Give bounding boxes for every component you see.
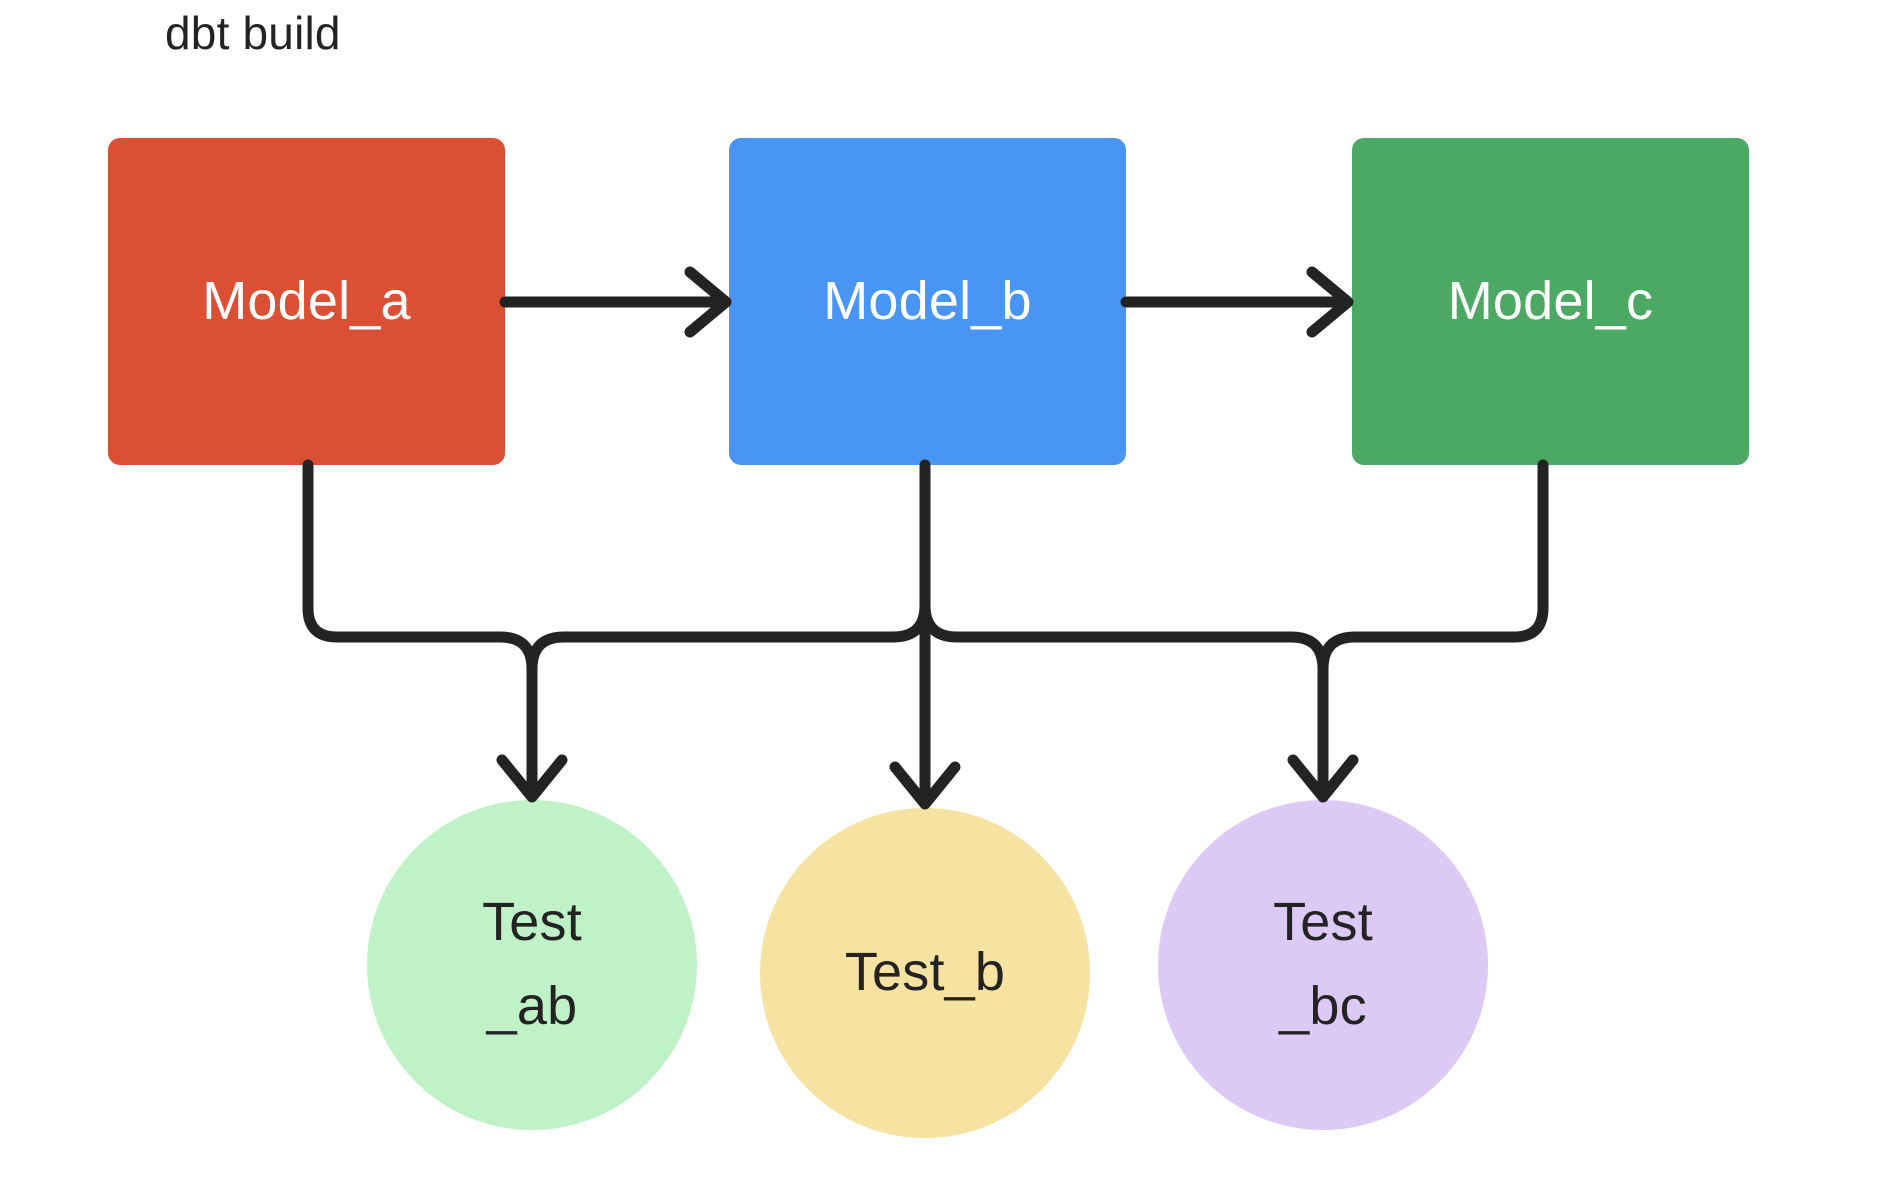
test-ab-circle[interactable] <box>367 800 697 1130</box>
edge-bus-to-test-ab-arrowhead <box>496 754 568 803</box>
edges <box>302 266 1549 810</box>
diagram-title: dbt build <box>165 7 341 59</box>
edge-model-a-to-bus <box>302 459 506 643</box>
model-b-box[interactable] <box>729 138 1126 465</box>
edge-model-c-to-bus <box>1349 459 1549 643</box>
edge-model-b-to-model-c-arrowhead <box>1306 266 1354 338</box>
edge-bus-fillet-right-of-model-b <box>919 599 963 643</box>
test-bc-circle[interactable] <box>1158 800 1488 1130</box>
edge-model-b-to-test-b-arrowhead <box>889 761 961 810</box>
test-nodes <box>367 800 1488 1138</box>
edge-model-a-to-model-b-arrowhead <box>684 266 732 338</box>
model-c-box[interactable] <box>1352 138 1749 465</box>
test-b-circle[interactable] <box>760 808 1090 1138</box>
edge-bus-branch-test-ab-right-fillet <box>526 631 570 675</box>
model-a-box[interactable] <box>108 138 505 465</box>
edge-bus-branch-test-bc-left-fillet <box>1285 631 1329 675</box>
model-nodes <box>108 138 1749 465</box>
edge-bus-to-test-bc-arrowhead <box>1287 754 1359 803</box>
